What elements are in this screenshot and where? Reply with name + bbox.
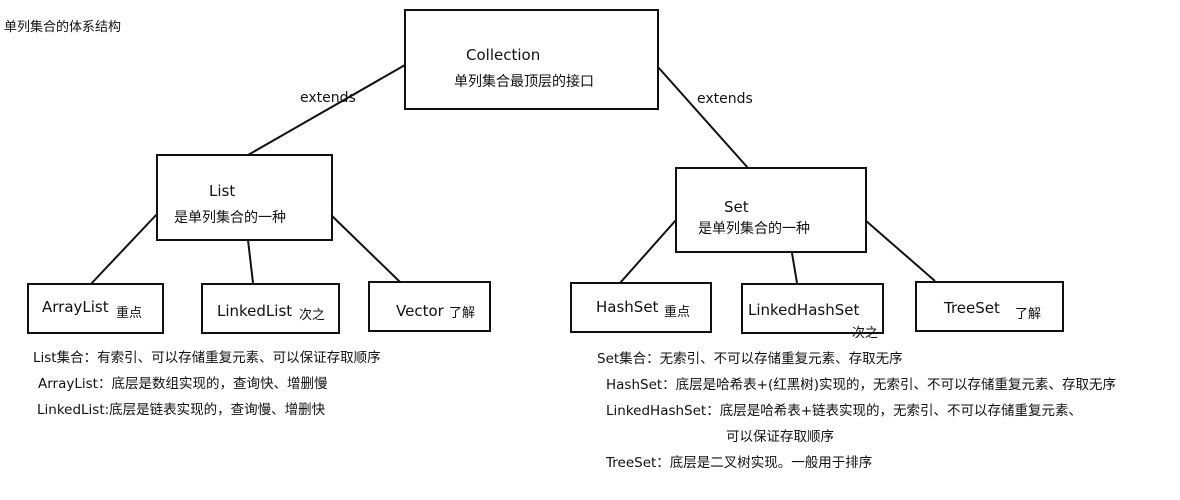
collection-desc: 单列集合最顶层的接口 bbox=[454, 74, 594, 90]
list-name: List bbox=[209, 182, 236, 200]
page-title: 单列集合的体系结构 bbox=[4, 20, 122, 35]
list-desc: 是单列集合的一种 bbox=[174, 210, 286, 226]
set-desc: 是单列集合的一种 bbox=[698, 221, 810, 237]
vector-tag: 了解 bbox=[449, 306, 476, 321]
edge-list-arraylist bbox=[89, 212, 159, 286]
linkedhashset-node: LinkedHashSet 次之 bbox=[741, 283, 884, 341]
arraylist-node: ArrayList 重点 bbox=[27, 283, 164, 334]
list-node: List 是单列集合的一种 bbox=[156, 154, 333, 241]
set-note-summary: Set集合：无索引、不可以存储重复元素、存取无序 bbox=[597, 351, 903, 367]
linkedlist-name: LinkedList bbox=[217, 302, 293, 320]
edge-set-linkedhashset bbox=[791, 252, 798, 284]
set-name: Set bbox=[724, 198, 749, 216]
vector-name: Vector bbox=[396, 302, 444, 320]
list-note-arraylist: ArrayList：底层是数组实现的，查询快、增删慢 bbox=[38, 376, 328, 392]
set-note-hashset: HashSet：底层是哈希表+(红黑树)实现的，无索引、不可以存储重复元素、存取… bbox=[606, 377, 1117, 393]
edge-collection-list bbox=[247, 64, 406, 156]
edge-list-vector bbox=[329, 213, 401, 283]
treeset-node: TreeSet 了解 bbox=[915, 281, 1064, 332]
linkedhashset-tag: 次之 bbox=[852, 326, 879, 341]
linkedlist-node: LinkedList 次之 bbox=[201, 283, 340, 334]
treeset-name: TreeSet bbox=[944, 299, 1000, 317]
hashset-name: HashSet bbox=[596, 298, 659, 316]
edge-set-hashset bbox=[619, 219, 677, 284]
collection-name: Collection bbox=[466, 46, 541, 64]
vector-node: Vector 了解 bbox=[368, 281, 491, 332]
set-note-linkedhashset-cont: 可以保证存取顺序 bbox=[726, 429, 834, 445]
set-note-treeset: TreeSet：底层是二叉树实现。一般用于排序 bbox=[606, 455, 873, 471]
linkedhashset-name: LinkedHashSet bbox=[748, 301, 860, 319]
extends-label-right: extends bbox=[697, 91, 753, 107]
edge-set-treeset bbox=[864, 219, 936, 282]
list-note-summary: List集合：有索引、可以存储重复元素、可以保证存取顺序 bbox=[33, 350, 381, 366]
hashset-node: HashSet 重点 bbox=[570, 282, 712, 333]
edge-list-linkedlist bbox=[247, 239, 254, 284]
collection-node: Collection 单列集合最顶层的接口 bbox=[404, 9, 659, 110]
set-node: Set 是单列集合的一种 bbox=[675, 167, 867, 253]
edge-collection-set bbox=[657, 66, 749, 169]
arraylist-tag: 重点 bbox=[116, 306, 143, 321]
treeset-tag: 了解 bbox=[1015, 307, 1042, 322]
list-note-linkedlist: LinkedList:底层是链表实现的，查询慢、增删快 bbox=[37, 402, 326, 418]
linkedlist-tag: 次之 bbox=[299, 308, 326, 323]
extends-label-left: extends bbox=[300, 90, 356, 106]
hashset-tag: 重点 bbox=[664, 305, 691, 320]
arraylist-name: ArrayList bbox=[42, 298, 109, 316]
set-note-linkedhashset: LinkedHashSet：底层是哈希表+链表实现的，无索引、不可以存储重复元素… bbox=[606, 403, 1083, 419]
